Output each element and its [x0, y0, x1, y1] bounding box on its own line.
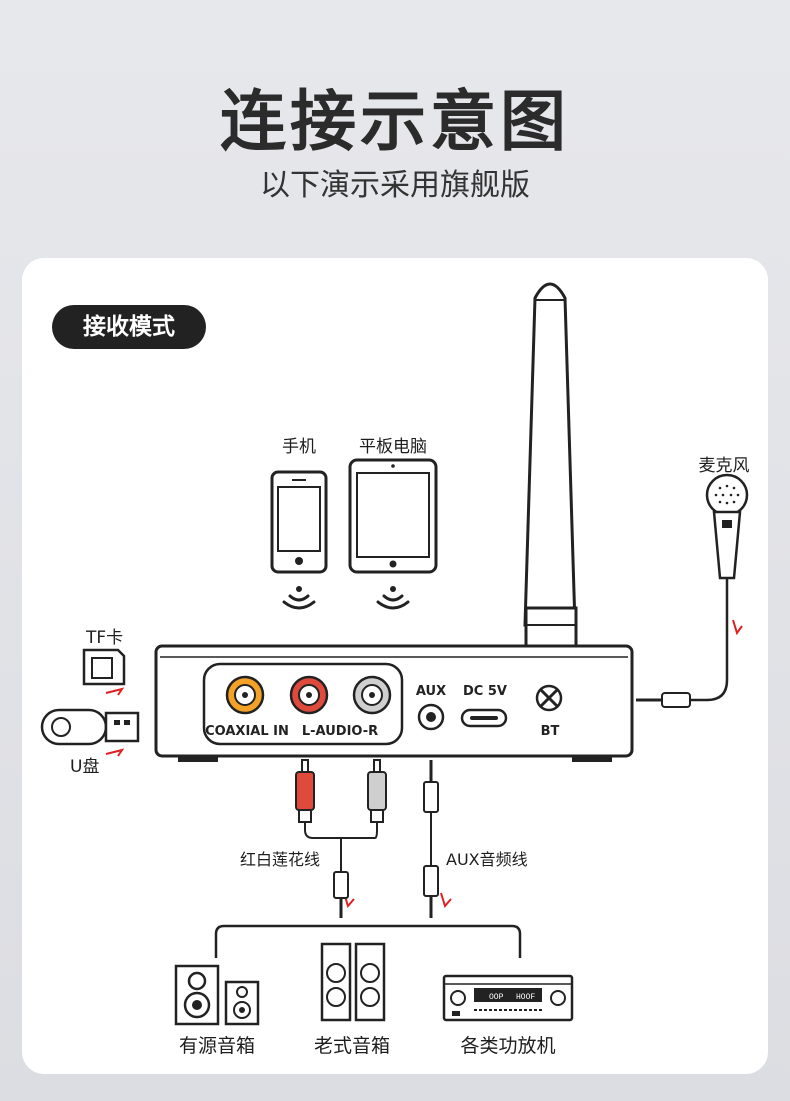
wireless-signal-icon [376, 586, 410, 610]
aux-port-label: AUX [415, 684, 447, 699]
page-subtitle: 以下演示采用旗舰版 [260, 168, 530, 203]
white-audio-jack-icon [352, 675, 392, 715]
wireless-signal-icon [282, 586, 316, 610]
amp-display-right: HOOF [516, 993, 535, 1002]
phone-label: 手机 [282, 437, 316, 457]
phone-icon [270, 470, 328, 574]
microphone-cable [636, 578, 729, 708]
aux-cable [423, 760, 439, 918]
audio-port-label: L-AUDIO-R [301, 724, 379, 739]
aux-jack-icon [417, 703, 445, 731]
mode-badge: 接收模式 [52, 305, 206, 349]
rca-cable [295, 759, 387, 918]
bt-port-label: BT [540, 724, 560, 739]
bt-connector-icon [535, 684, 563, 712]
microphone-label: 麦克风 [698, 456, 750, 476]
tf-card-label: TF卡 [86, 628, 124, 648]
usb-drive-label: U盘 [70, 757, 100, 777]
page-title: 连接示意图 [220, 83, 570, 160]
red-audio-jack-icon [289, 675, 329, 715]
tf-card-icon [82, 648, 126, 686]
rca-cable-label: 红白莲花线 [240, 850, 321, 869]
coaxial-jack-icon [225, 675, 265, 715]
classic-speaker-label: 老式音箱 [313, 1035, 391, 1057]
antenna-icon [523, 282, 578, 682]
coaxial-port-label: COAXIAL IN [205, 724, 289, 739]
active-speaker-label: 有源音箱 [178, 1035, 256, 1057]
usb-c-port-icon [460, 708, 508, 728]
dc-port-label: DC 5V [463, 684, 507, 699]
amplifier-icon: OOP HOOF [442, 974, 574, 1022]
amp-display-left: OOP [489, 993, 504, 1002]
tablet-icon [348, 458, 438, 574]
active-speaker-icon [174, 964, 260, 1026]
tablet-label: 平板电脑 [359, 437, 427, 457]
classic-speaker-icon [320, 942, 386, 1022]
amplifier-label: 各类功放机 [460, 1035, 556, 1057]
output-bracket [214, 924, 522, 958]
microphone-icon [705, 473, 749, 580]
usb-drive-icon [40, 708, 140, 746]
aux-cable-label: AUX音频线 [446, 850, 528, 869]
